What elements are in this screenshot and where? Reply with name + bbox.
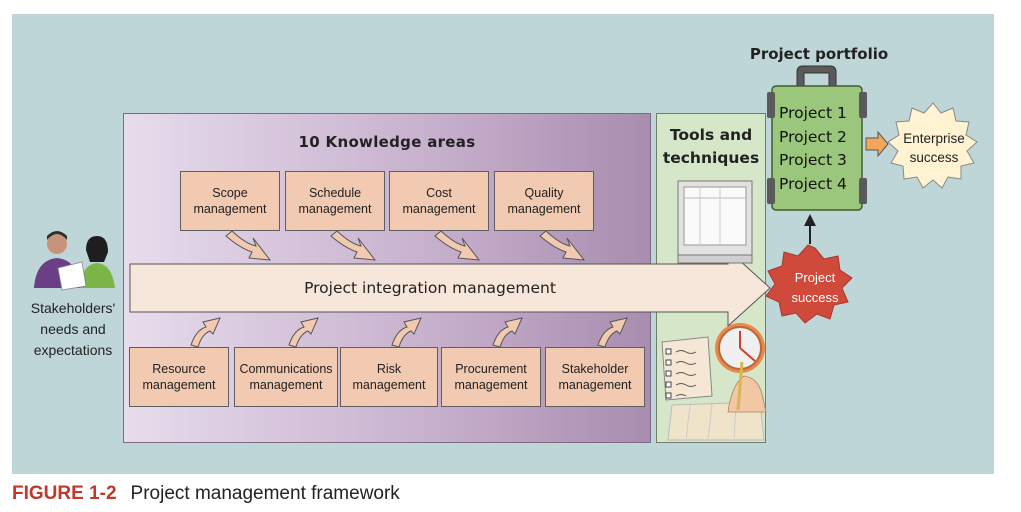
connector-arrow [190, 317, 221, 348]
figure-number: FIGURE 1-2 [12, 483, 117, 504]
computer-screen-icon [677, 180, 753, 264]
portfolio-project: Project 4 [779, 174, 847, 193]
integration-label: Project integration management [304, 279, 556, 297]
connector-arrow [330, 230, 377, 261]
area-box-quality: Quality management [494, 171, 594, 231]
enterprise-success-burst [887, 102, 978, 189]
project-success-burst [765, 244, 853, 324]
checklist-clock-icon [661, 323, 767, 441]
area-box-risk: Risk management [340, 347, 438, 407]
area-box-stakeholder: Stakeholder management [545, 347, 645, 407]
connector-arrow [539, 230, 586, 261]
connector-arrow [597, 317, 628, 348]
portfolio-project: Project 2 [779, 127, 847, 146]
project-success-label: Project success [791, 270, 839, 305]
portfolio-briefcase-icon [767, 65, 867, 211]
connector-arrow [492, 317, 523, 348]
area-box-procurement: Procurement management [441, 347, 541, 407]
area-box-schedule: Schedule management [285, 171, 385, 231]
portfolio-project: Project 3 [779, 151, 847, 169]
portfolio-title: Project portfolio [749, 45, 889, 63]
area-box-scope: Scope management [180, 171, 280, 231]
enterprise-success-label: Enterprise success [903, 131, 965, 165]
connector-arrow [225, 230, 272, 261]
connector-arrow [434, 230, 481, 261]
bottom-connector-arrows [190, 317, 628, 348]
portfolio-to-enterprise-arrow [865, 130, 889, 158]
portfolio-project: Project 1 [779, 104, 847, 122]
connector-arrow [288, 317, 319, 348]
top-connector-arrows [225, 230, 586, 261]
success-to-portfolio-arrow [804, 214, 816, 244]
area-box-communications: Communications management [234, 347, 338, 407]
figure-title: Project management framework [130, 483, 400, 504]
knowledge-areas-title: 10 Knowledge areas [298, 133, 476, 151]
area-box-cost: Cost management [389, 171, 489, 231]
connector-arrow [391, 317, 422, 348]
stakeholders-icon [34, 231, 115, 291]
tools-title: Tools and techniques [662, 126, 760, 167]
figure-caption: FIGURE 1-2 Project management framework [12, 483, 400, 505]
stakeholders-label: Stakeholders' needs and expectations [30, 300, 116, 358]
area-box-resource: Resource management [129, 347, 229, 407]
portfolio-list: Project 1 Project 2 Project 3 Project 4 [779, 102, 847, 196]
